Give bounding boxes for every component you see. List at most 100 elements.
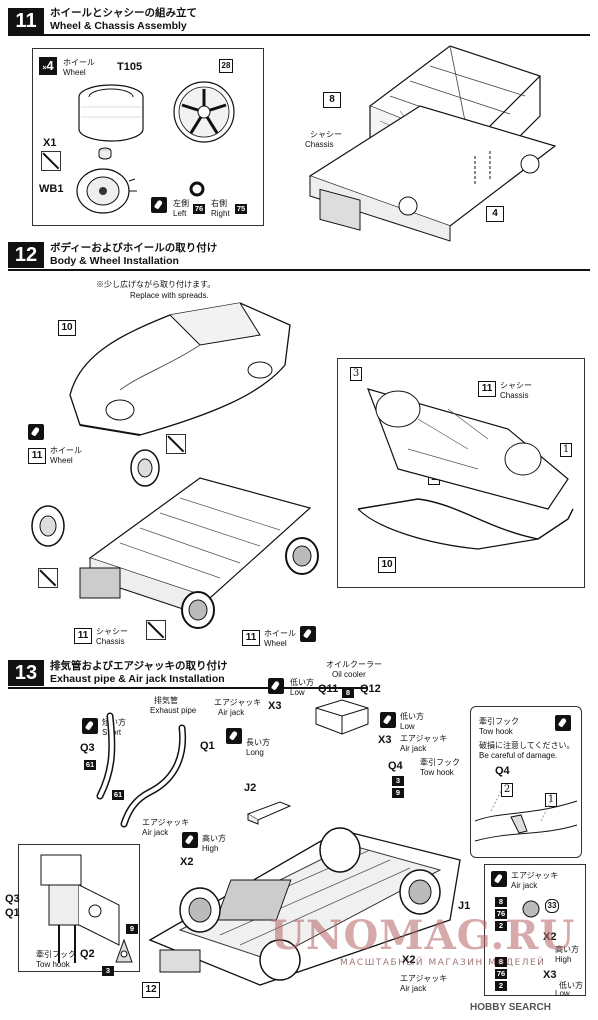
q3-label: Q3 xyxy=(80,742,95,754)
legend-code-76b: 76 xyxy=(495,969,507,979)
inner-wheel-drawing xyxy=(76,168,137,214)
spread-note-jp: ※少し広げながら取り付けます。 xyxy=(96,280,216,289)
x2-label-a: X2 xyxy=(180,856,194,868)
step-12-detail-box: 3 11 シャシー Chassis 1 2 10 xyxy=(337,358,585,588)
legend-high-jp: 高い方 xyxy=(555,945,579,954)
rim-face-drawing xyxy=(173,81,235,143)
x3-label-b: X3 xyxy=(378,734,392,746)
wheel-assembly-box: ×4 ホイール Wheel T105 X1 WB1 28 左側 xyxy=(32,48,264,226)
code-61-b: 61 xyxy=(112,790,124,800)
careful-note-jp: 破損に注意してください。 xyxy=(479,741,575,750)
high-label-en: High xyxy=(202,844,219,853)
paint-icon-short xyxy=(82,718,98,734)
tow-hook-detail-box: 牽引フック Tow hook 破損に注意してください。 Be careful o… xyxy=(470,706,582,858)
wheel-label-en-12: Wheel xyxy=(50,456,73,465)
low-label-jp-b: 低い方 xyxy=(400,712,424,721)
towhook-label-jp-a: 牽引フック xyxy=(420,758,460,767)
detail-marker-3: 3 xyxy=(350,367,362,381)
part-10-box-detail: 10 xyxy=(378,557,396,573)
airjack-label-jp-d: エアジャッキ xyxy=(400,974,448,983)
legend-code-2: 2 xyxy=(495,921,507,931)
chassis-label-jp: シャシー xyxy=(310,130,342,139)
step-12-title-en: Body & Wheel Installation xyxy=(50,255,179,267)
chassis-label-en-detail: Chassis xyxy=(500,391,529,400)
towhook-label-en-a: Tow hook xyxy=(420,768,454,777)
legend-low-en: Low xyxy=(555,989,570,998)
legend-code-76: 76 xyxy=(495,909,507,919)
part-28-box: 28 xyxy=(219,59,233,73)
chassis-label-jp-detail: シャシー xyxy=(500,381,532,390)
part-4-box: 4 xyxy=(486,206,504,222)
code-9-b: 9 xyxy=(126,924,138,934)
step-13-title-en: Exhaust pipe & Air jack Installation xyxy=(50,673,225,685)
tire-drawing xyxy=(78,84,144,142)
airjack-label-jp-b: エアジャッキ xyxy=(400,734,448,743)
step-11-rule xyxy=(8,34,590,36)
q1-label: Q1 xyxy=(200,740,215,752)
watermark-main: UNOMAG.RU xyxy=(270,912,576,959)
chassis-rollcage-drawing xyxy=(308,45,557,242)
long-label-en: Long xyxy=(246,748,264,757)
right-label-jp: 右側 xyxy=(211,199,227,208)
part-11-box-wheel: 11 xyxy=(242,630,260,646)
left-code: 76 xyxy=(193,204,205,214)
exhaust-label-jp: 排気管 xyxy=(154,696,178,705)
qty-x4-badge: ×4 xyxy=(39,57,57,75)
exhaust-label-en: Exhaust pipe xyxy=(150,706,197,715)
paint-icon-legend xyxy=(491,871,507,887)
legend-high-en: High xyxy=(555,955,572,964)
x1-label: X1 xyxy=(43,137,57,149)
legend-airjack-jp: エアジャッキ xyxy=(511,871,559,880)
paint-icon-12a xyxy=(28,424,44,440)
left-label-jp: 左側 xyxy=(173,199,189,208)
chassis-label-en-12: Chassis xyxy=(96,637,125,646)
wheel-label-en-12b: Wheel xyxy=(264,639,287,648)
wheel-label-jp-12: ホイール xyxy=(50,446,82,455)
code-3-a: 3 xyxy=(392,776,404,786)
paint-icon-x3b xyxy=(380,712,396,728)
code-9-a: 9 xyxy=(392,788,404,798)
no-glue-icon xyxy=(41,151,61,171)
wheel-label-en: Wheel xyxy=(63,68,86,77)
legend-x3: X3 xyxy=(543,969,557,981)
wheel-label-jp-12b: ホイール xyxy=(264,629,296,638)
oilcooler-label-en: Oil cooler xyxy=(332,670,366,679)
long-label-jp: 長い方 xyxy=(246,738,270,747)
airjack-label-en-b: Air jack xyxy=(400,744,427,753)
airjack-legend-box: エアジャッキ Air jack 8 76 2 33 X2 高い方 High 8 … xyxy=(484,864,586,998)
chassis-label-en: Chassis xyxy=(305,140,334,149)
hobbysearch-logo-text: HOBBY SEARCH xyxy=(470,1002,551,1013)
code-61-a: 61 xyxy=(84,760,96,770)
chassis-wheel-drawing xyxy=(31,449,319,629)
high-label-jp: 高い方 xyxy=(202,834,226,843)
part-11-box-a: 11 xyxy=(28,448,46,464)
detail-marker-1: 1 xyxy=(560,443,572,457)
step-12-rule xyxy=(8,269,590,271)
chassis-label-jp-12: シャシー xyxy=(96,627,128,636)
step-13-rule xyxy=(8,687,368,689)
paint-icon-long xyxy=(226,728,242,744)
x3-label-a: X3 xyxy=(268,700,282,712)
washer-drawing xyxy=(189,181,205,197)
legend-code-33: 33 xyxy=(545,899,559,913)
spread-note-en: Replace with spreads. xyxy=(130,291,209,300)
q1-label-b: Q1 xyxy=(5,907,20,919)
legend-low-jp: 低い方 xyxy=(559,981,583,990)
paint-icon-high xyxy=(182,832,198,848)
paint-icon-x3 xyxy=(268,678,284,694)
j1-label: J1 xyxy=(458,900,471,912)
paint-icon-12b xyxy=(300,626,316,642)
oil-cooler-drawing xyxy=(315,699,369,735)
q12-label: Q12 xyxy=(360,683,381,695)
airjack-label-jp-c: エアジャッキ xyxy=(142,818,190,827)
legend-airjack-drawing xyxy=(522,900,540,918)
no-glue-icon-12b xyxy=(38,568,58,588)
towhook-label-jp-b: 牽引フック xyxy=(479,717,519,726)
legend-code-2b: 2 xyxy=(495,981,507,991)
low-label-jp-a: 低い方 xyxy=(290,678,314,687)
low-label-en-a: Low xyxy=(290,688,305,697)
paint-icon xyxy=(151,197,167,213)
low-label-en-b: Low xyxy=(400,722,415,731)
step-13-number: 13 xyxy=(8,660,44,686)
code-3-b: 3 xyxy=(102,966,114,976)
